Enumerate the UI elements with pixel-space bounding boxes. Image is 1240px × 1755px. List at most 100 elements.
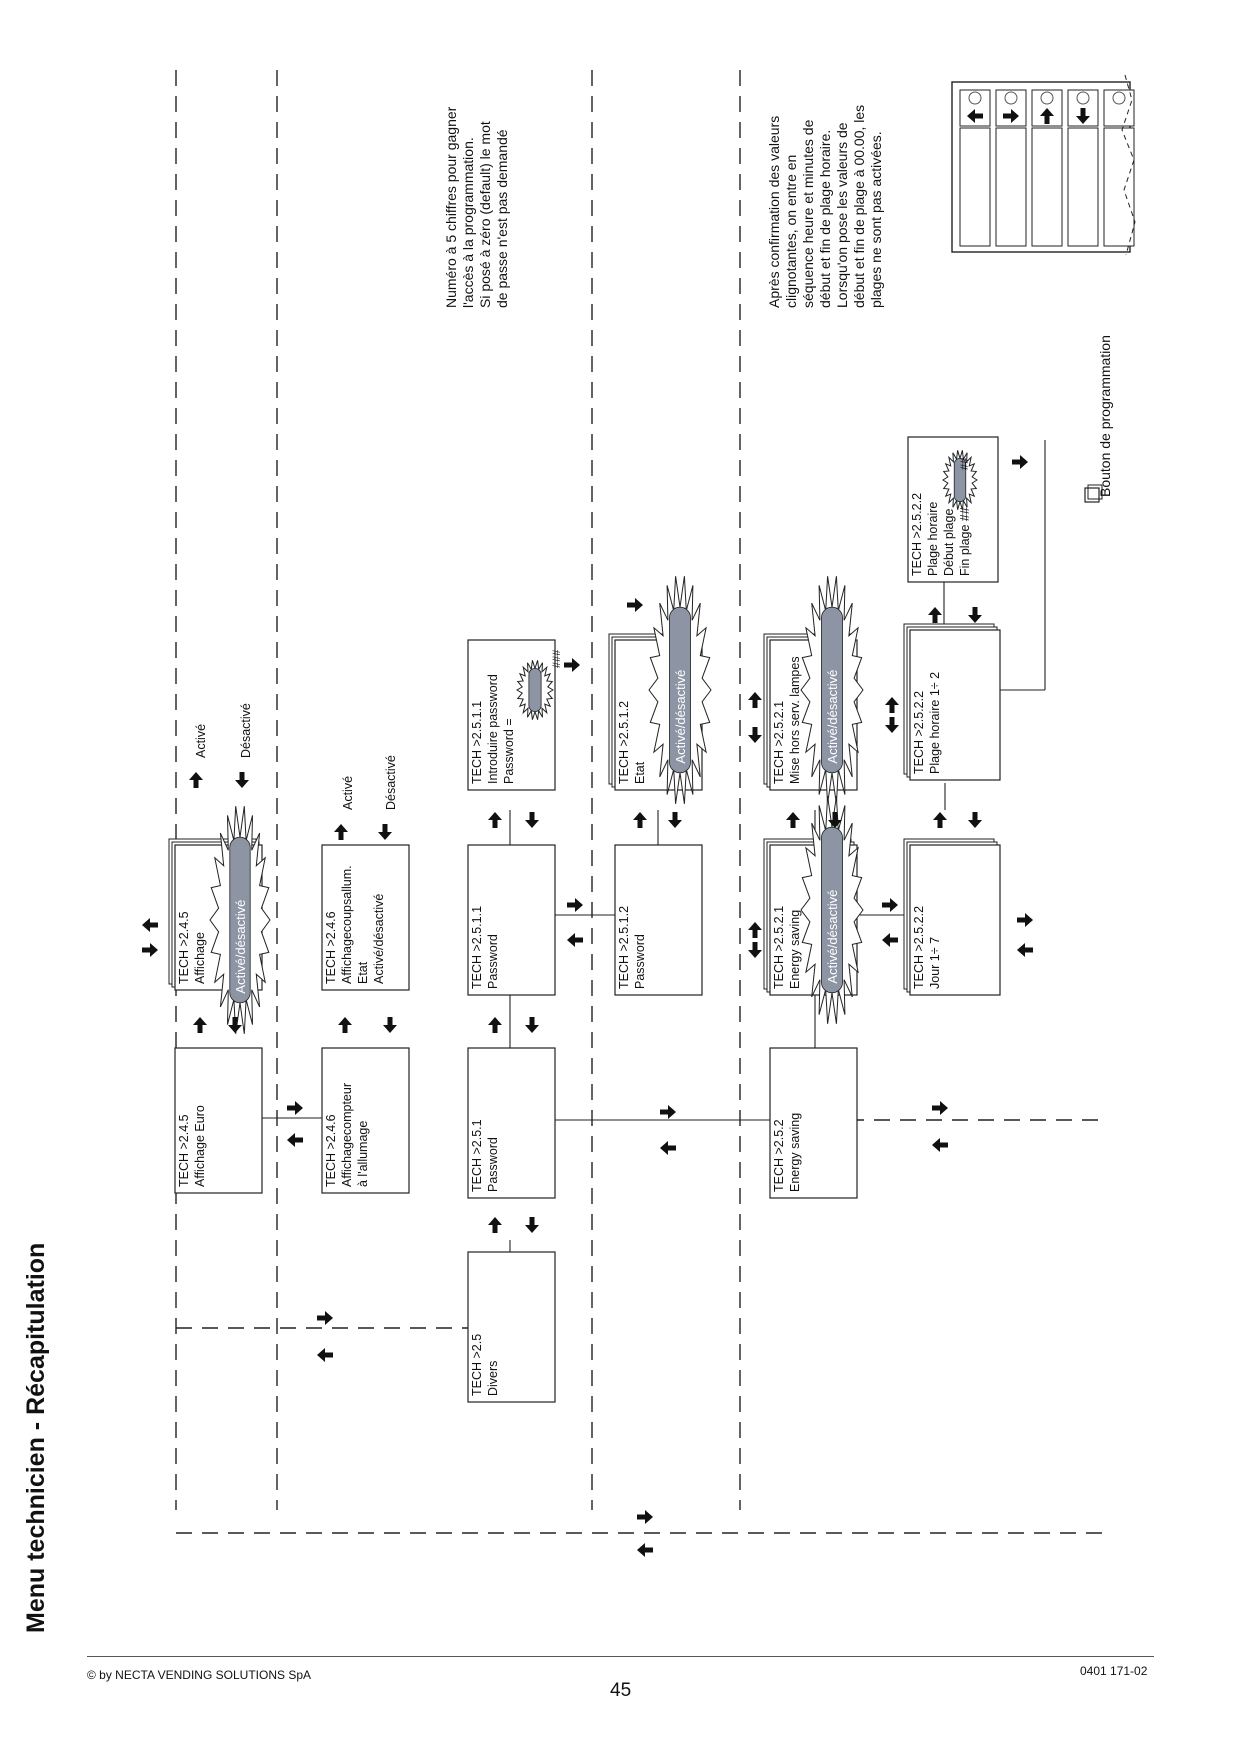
- box-tech-2522-debut-fin-line-4: Fin plage ##: [958, 507, 972, 576]
- nav-arrow-26-left-icon: [660, 1141, 676, 1155]
- nav-arrow-39-right-icon: [1017, 913, 1033, 927]
- box-tech-2511-introduire-line-2: Introduire password: [486, 674, 500, 784]
- nav-arrow-6-left-icon: [287, 1133, 303, 1147]
- keypad-arrow-4-icon: [1076, 108, 1090, 124]
- box-tech-246-line-1: TECH >2.4.6: [324, 1114, 338, 1187]
- nav-arrow-37-up-icon: [933, 812, 947, 828]
- nav-arrow-35-right-icon: [882, 898, 898, 912]
- nav-arrow-18-down-icon: [525, 812, 539, 828]
- plage-hash: ##: [959, 457, 971, 470]
- legend-mid-inactive: Désactivé: [384, 755, 398, 810]
- box-tech-2522-debut-fin-line-1: TECH >2.5.2.2: [910, 493, 924, 576]
- box-tech-2522-plage-line-1: TECH >2.5.2.2: [912, 691, 926, 774]
- box-tech-245-line-1: TECH >2.4.5: [177, 1114, 191, 1187]
- nav-arrow-10-left-icon: [317, 1348, 333, 1362]
- box-tech-246-etat-line-3: Etat: [356, 961, 370, 984]
- nav-arrow-22-right-icon: [627, 598, 643, 612]
- legend-top-active: Activé: [194, 724, 208, 758]
- nav-arrow-25-right-icon: [660, 1105, 676, 1119]
- programming-button-label: Bouton de programmation: [1097, 335, 1113, 497]
- burst-tech-245-label: Activé/désactivé: [233, 900, 248, 994]
- nav-arrow-42-down-icon: [885, 717, 899, 733]
- box-tech-2511-line-2: Password: [486, 934, 500, 989]
- nav-arrow-9-right-icon: [317, 1311, 333, 1325]
- nav-arrow-15-up-icon: [488, 1017, 502, 1033]
- nav-arrow-41-up-icon: [885, 697, 899, 713]
- box-tech-25-line-2: Divers: [486, 1361, 500, 1396]
- box-tech-245-affichage-line-2: Affichage: [193, 932, 207, 984]
- nav-arrow-2-left-icon: [142, 918, 158, 932]
- box-tech-2522-debut-fin-line-2: Plage horaire: [926, 502, 940, 576]
- box-tech-246-line-3: à l'allumage: [356, 1121, 370, 1187]
- nav-arrow-4-down-icon: [228, 1017, 242, 1033]
- nav-arrow-40-left-icon: [1017, 943, 1033, 957]
- footer-doc-code: 0401 171-02: [1080, 1664, 1148, 1678]
- keypad-arrow-1-icon: [967, 109, 983, 123]
- box-tech-246-etat-line-1: TECH >2.4.6: [324, 911, 338, 984]
- box-tech-2511-introduire-line-3: Password =: [502, 718, 516, 784]
- keypad-arrow-2-icon: [1003, 109, 1019, 123]
- legend-mid-active: Activé: [341, 776, 355, 810]
- legend-mid-down-arrow: [378, 824, 392, 840]
- box-tech-2512-line-2: Password: [633, 934, 647, 989]
- box-tech-252-line-1: TECH >2.5.2: [772, 1119, 786, 1192]
- box-tech-2511-line-1: TECH >2.5.1.1: [470, 906, 484, 989]
- box-tech-2522-plage-line-2: Plage horaire 1÷ 2: [928, 672, 942, 774]
- box-tech-2512-etat-line-1: TECH >2.5.1.2: [617, 701, 631, 784]
- box-tech-2522-jour-line-2: Jour 1÷ 7: [928, 937, 942, 989]
- legend-top-up-arrow: [189, 772, 203, 788]
- nav-arrow-11-right-icon: [637, 1510, 653, 1524]
- keypad-cut-edge: [1121, 74, 1136, 256]
- box-tech-246-etat-line-4: Activé/désactivé: [372, 894, 386, 984]
- keypad-key-1: [959, 89, 991, 247]
- nav-arrow-19-right-icon: [564, 658, 580, 672]
- box-tech-2522-debut-fin-line-3: Début plage: [942, 509, 956, 576]
- box-tech-2511-introduire-line-1: TECH >2.5.1.1: [470, 701, 484, 784]
- box-tech-251-line-1: TECH >2.5.1: [470, 1119, 484, 1192]
- footer-copyright: © by NECTA VENDING SOLUTIONS SpA: [87, 1668, 312, 1682]
- burst-tech-2521-label: Activé/désactivé: [825, 890, 840, 984]
- legend-mid-up-arrow: [334, 824, 348, 840]
- legend-top-down-arrow: [235, 772, 249, 788]
- box-tech-2512-etat-line-2: Etat: [633, 761, 647, 784]
- programming-button-icon: [1084, 484, 1103, 503]
- nav-arrow-38-down-icon: [968, 812, 982, 828]
- burst-tech-2512: Activé/désactivé: [648, 576, 712, 804]
- nav-arrow-45-right-icon: [1012, 455, 1028, 469]
- nav-arrow-1-right-icon: [142, 943, 158, 957]
- burst-tech-2521-lampes-label: Activé/désactivé: [825, 670, 840, 764]
- nav-arrow-27-right-icon: [932, 1101, 948, 1115]
- box-tech-25-line-1: TECH >2.5: [470, 1334, 484, 1396]
- nav-arrow-5-right-icon: [287, 1101, 303, 1115]
- nav-arrow-12-left-icon: [637, 1543, 653, 1557]
- nav-arrow-24-down-icon: [668, 812, 682, 828]
- burst-tech-2521-lampes: Activé/désactivé: [800, 576, 864, 804]
- nav-arrow-43-up-icon: [928, 607, 942, 623]
- nav-arrow-7-up-icon: [338, 1017, 352, 1033]
- nav-arrow-44-down-icon: [968, 607, 982, 623]
- box-tech-2512-line-1: TECH >2.5.1.2: [617, 906, 631, 989]
- nav-arrow-32-down-icon: [828, 812, 842, 828]
- nav-arrow-33-up-icon: [748, 922, 762, 938]
- nav-arrow-31-up-icon: [786, 812, 800, 828]
- nav-arrow-29-up-icon: [748, 692, 762, 708]
- box-tech-252-line-2: Energy saving: [788, 1113, 802, 1192]
- nav-arrow-16-down-icon: [525, 1017, 539, 1033]
- box-tech-245-line-2: Affichage Euro: [193, 1105, 207, 1187]
- nav-arrow-20-right-icon: [567, 898, 583, 912]
- nav-arrow-14-down-icon: [525, 1217, 539, 1233]
- burst-tech-2521: Activé/désactivé: [800, 796, 864, 1024]
- nav-arrow-30-down-icon: [748, 727, 762, 743]
- footer-rule: [87, 1656, 1154, 1657]
- nav-arrow-28-left-icon: [932, 1138, 948, 1152]
- energy-saving-note: Après confirmation des valeurs clignotan…: [766, 104, 884, 308]
